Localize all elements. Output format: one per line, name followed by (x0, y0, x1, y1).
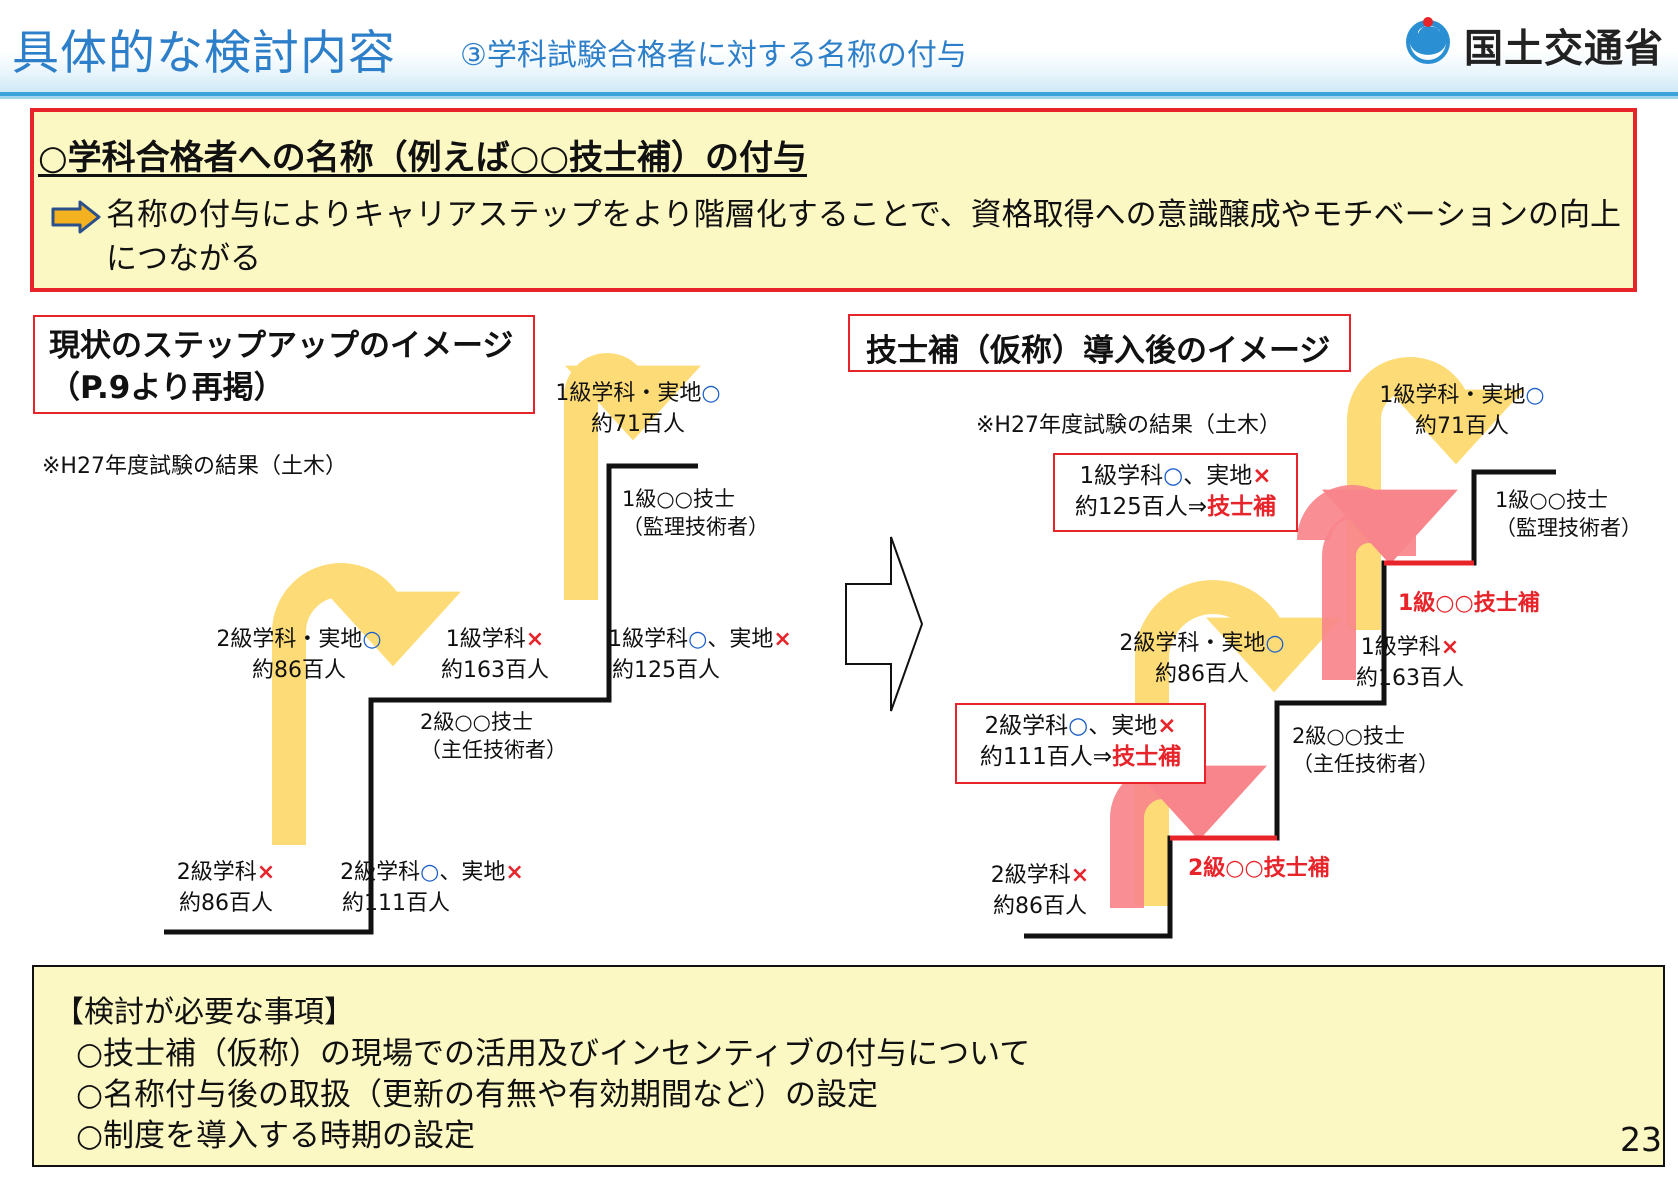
right-step2b-label: 1級学科× 約163百人 (1356, 635, 1464, 691)
right-pink-arrow-upper-turn (1297, 485, 1458, 565)
left-level2-label: 2級○○技士 （主任技術者） (420, 710, 567, 762)
left-level1-label: 1級○○技士 （監理技術者） (622, 487, 769, 539)
summary-heading: ○学科合格者への名称（例えば○○技士補）の付与 (38, 138, 807, 178)
ministry-logo-icon (1406, 17, 1450, 64)
left-step1-label: 1級学科・実地○ 約71百人 (555, 381, 721, 437)
left-step3a-label: 2級学科× 約86百人 (176, 860, 276, 916)
left-arrow-upper (564, 353, 701, 600)
right-step1-label: 1級学科・実地○ 約71百人 (1379, 383, 1545, 439)
left-step2b-label: 1級学科× 約163百人 (441, 627, 549, 683)
right-level2-assist-label: 2級○○技士補 (1188, 856, 1330, 881)
after-image-label: 技士補（仮称）導入後のイメージ (848, 314, 1351, 372)
considerations-heading: 【検討が必要な事項】 (54, 995, 354, 1030)
considerations-item: ○制度を導入する時期の設定 (76, 1118, 476, 1154)
right-level1-label: 1級○○技士 （監理技術者） (1495, 488, 1642, 540)
considerations-item: ○技士補（仮称）の現場での活用及びインセンティブの付与について (76, 1036, 1031, 1072)
left-note: ※H27年度試験の結果（土木） (42, 454, 347, 479)
right-level1-assist-label: 1級○○技士補 (1398, 591, 1540, 616)
page-title: 具体的な検討内容 (12, 26, 396, 81)
left-step2c-label: 1級学科○、実地× 約125百人 (608, 627, 792, 683)
left-staircase (164, 463, 698, 935)
header-rule (0, 92, 1678, 96)
right-arrow-icon (51, 200, 101, 234)
current-image-label: 現状のステップアップのイメージ （P.9より再掲） (33, 315, 535, 414)
right-arrow-upper (1347, 357, 1524, 630)
considerations-box (32, 965, 1665, 1167)
summary-text: 名称の付与によりキャリアステップをより階層化することで、資格取得への意識醸成やモ… (106, 197, 1621, 277)
transition-arrow (845, 536, 924, 712)
left-step3b-label: 2級学科○、実地× 約111百人 (340, 860, 524, 916)
current-image-title: 現状のステップアップのイメージ (49, 328, 514, 364)
right-box-level2-assist: 2級学科○、実地× 約111百人⇒技士補 (955, 703, 1206, 784)
right-step2a-label: 2級学科・実地○ 約86百人 (1119, 631, 1285, 687)
page-subtitle: ③学科試験合格者に対する名称の付与 (460, 38, 967, 73)
header-rule-light (0, 96, 1678, 99)
left-arrow-lower (272, 563, 461, 845)
right-box-level1-assist: 1級学科○、実地× 約125百人⇒技士補 (1053, 453, 1298, 532)
page-number: 23 (1620, 1120, 1662, 1159)
right-staircase (1024, 469, 1556, 939)
current-image-subtitle: （P.9より再掲） (49, 370, 285, 406)
considerations-item: ○名称付与後の取扱（更新の有無や有効期間など）の設定 (76, 1077, 879, 1113)
right-level2-label: 2級○○技士 （主任技術者） (1292, 724, 1439, 776)
header-band (0, 0, 1678, 92)
right-arrow-lower (1135, 580, 1342, 906)
ministry-name: 国土交通省 (1464, 27, 1665, 72)
right-note: ※H27年度試験の結果（土木） (976, 413, 1281, 438)
summary-box (30, 108, 1637, 292)
left-step2a-label: 2級学科・実地○ 約86百人 (216, 627, 382, 683)
right-step3-label: 2級学科× 約86百人 (990, 863, 1090, 919)
